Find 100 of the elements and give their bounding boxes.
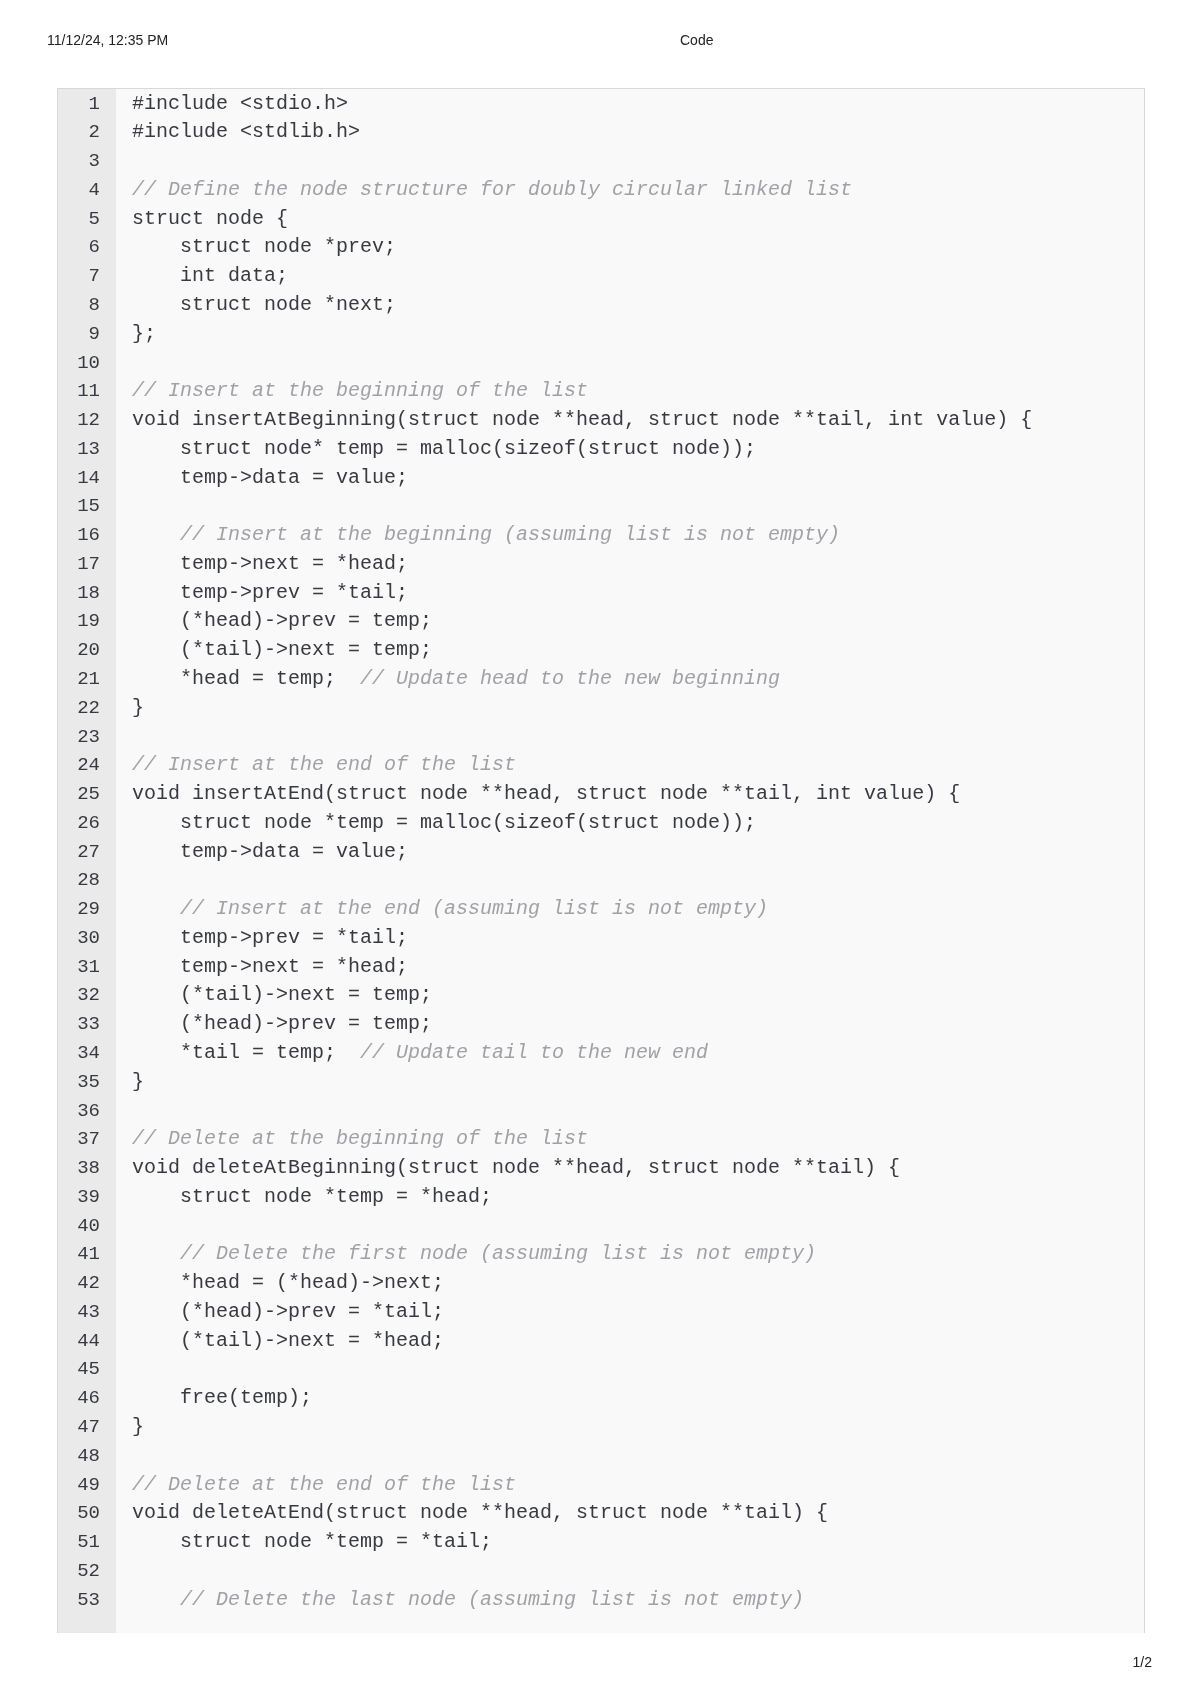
- code-line: void deleteAtBeginning(struct node **head, struct node **tail) {: [132, 1155, 901, 1182]
- code-line: struct node *temp = malloc(sizeof(struct node));: [180, 809, 757, 836]
- line-number: 1: [87, 91, 100, 117]
- print-date: 11/12/24, 12:35 PM: [47, 31, 169, 50]
- code-comment: // Update head to the new beginning: [360, 666, 781, 692]
- line-number: 6: [87, 235, 100, 261]
- line-number: 25: [76, 782, 100, 808]
- line-number: 5: [87, 206, 100, 232]
- code-line: *tail = temp;: [180, 1040, 337, 1066]
- line-number: 40: [76, 1213, 100, 1239]
- line-number: 27: [76, 839, 100, 865]
- line-number: 42: [76, 1271, 100, 1297]
- line-number: 21: [76, 667, 100, 692]
- line-number: 34: [76, 1041, 100, 1066]
- code-comment: // Insert at the beginning (assuming list is not empty): [180, 522, 841, 549]
- code-line: temp->prev = *tail;: [180, 924, 409, 951]
- page-title: Code: [680, 31, 714, 50]
- code-comment: // Update tail to the new end: [360, 1040, 709, 1066]
- line-number: 26: [76, 810, 100, 836]
- line-number: 19: [76, 609, 100, 635]
- code-line: struct node *temp = *tail;: [180, 1529, 493, 1556]
- code-comment: // Insert at the end of the list: [132, 752, 517, 779]
- line-number: 29: [76, 897, 100, 923]
- line-number: 48: [76, 1443, 100, 1469]
- line-number: 36: [76, 1098, 100, 1124]
- code-line: (*head)->prev = temp;: [180, 1011, 433, 1038]
- line-number: 39: [76, 1184, 100, 1210]
- code-line: struct node* temp = malloc(sizeof(struct node));: [180, 435, 757, 462]
- line-number: 22: [76, 695, 100, 721]
- line-number: 32: [76, 983, 100, 1009]
- code-line: free(temp);: [180, 1385, 313, 1412]
- code-comment: // Insert at the beginning of the list: [132, 378, 589, 405]
- line-number: 11: [76, 379, 100, 405]
- line-number: 35: [76, 1069, 100, 1095]
- line-number: 10: [76, 350, 100, 376]
- code-comment: // Delete at the beginning of the list: [132, 1126, 589, 1153]
- line-number: 37: [76, 1127, 100, 1153]
- line-number: 24: [76, 753, 100, 779]
- line-number: 51: [76, 1530, 100, 1556]
- line-number: 4: [87, 177, 100, 203]
- line-number: 50: [76, 1501, 100, 1527]
- code-line: #include <stdlib.h>: [132, 119, 361, 146]
- code-comment: // Define the node structure for doubly circular linked list: [132, 176, 853, 203]
- line-number: 28: [76, 868, 100, 894]
- line-number: 47: [76, 1415, 100, 1441]
- line-number: 7: [87, 264, 100, 290]
- code-line: temp->next = *head;: [180, 550, 409, 577]
- line-number: 15: [76, 494, 100, 520]
- code-line: };: [132, 320, 156, 347]
- line-number: 30: [76, 925, 100, 951]
- line-number: 49: [76, 1472, 100, 1498]
- code-line: struct node *temp = *head;: [180, 1183, 493, 1210]
- code-comment: // Delete the last node (assuming list is not empty): [180, 1586, 805, 1613]
- code-line: int data;: [180, 263, 289, 290]
- line-number: 14: [76, 465, 100, 491]
- line-number: 46: [76, 1386, 100, 1412]
- code-line: (*head)->prev = *tail;: [180, 1298, 445, 1325]
- line-number: 9: [87, 321, 100, 347]
- code-line: void insertAtBeginning(struct node **head, struct node **tail, int value) {: [132, 407, 1033, 434]
- code-line: temp->data = value;: [180, 838, 409, 865]
- line-number: 33: [76, 1012, 100, 1038]
- code-line: *head = temp;: [180, 666, 337, 692]
- code-line: *head = (*head)->next;: [180, 1270, 445, 1297]
- line-number: 38: [76, 1156, 100, 1182]
- line-number: 12: [76, 408, 100, 434]
- line-number: 44: [76, 1328, 100, 1354]
- code-line: void deleteAtEnd(struct node **head, struct node **tail) {: [132, 1500, 829, 1527]
- line-number: 17: [76, 551, 100, 577]
- code-line: void insertAtEnd(struct node **head, struct node **tail, int value) {: [132, 781, 961, 808]
- line-number: 20: [76, 638, 100, 664]
- line-number: 53: [76, 1587, 100, 1613]
- code-line: #include <stdio.h>: [132, 90, 349, 117]
- line-number: 52: [76, 1558, 100, 1584]
- line-number: 45: [76, 1357, 100, 1383]
- code-line: temp->next = *head;: [180, 953, 409, 980]
- code-line: struct node *next;: [180, 292, 397, 318]
- line-number: 2: [87, 120, 100, 146]
- code-line: (*head)->prev = temp;: [180, 608, 433, 635]
- line-number: 41: [76, 1242, 100, 1268]
- code-comment: // Delete at the end of the list: [132, 1471, 517, 1498]
- line-number: 16: [76, 523, 100, 549]
- line-number: 31: [76, 954, 100, 980]
- code-line: }: [132, 1414, 144, 1441]
- code-line: (*tail)->next = temp;: [180, 637, 433, 664]
- line-number: 8: [87, 293, 100, 318]
- line-number: 13: [76, 436, 100, 462]
- line-number: 23: [76, 724, 100, 750]
- code-line: temp->prev = *tail;: [180, 579, 409, 606]
- code-line: }: [132, 694, 144, 721]
- code-comment: // Insert at the end (assuming list is not empty): [180, 896, 769, 923]
- line-number: 43: [76, 1299, 100, 1325]
- line-number: 18: [76, 580, 100, 606]
- code-comment: // Delete the first node (assuming list is not empty): [180, 1241, 817, 1268]
- code-line: temp->data = value;: [180, 464, 409, 491]
- page-number: 1/2: [1132, 1653, 1152, 1672]
- code-line: }: [132, 1068, 144, 1095]
- code-line: struct node {: [132, 205, 289, 232]
- code-line: (*tail)->next = *head;: [180, 1327, 445, 1354]
- line-number: 3: [87, 149, 100, 175]
- code-line: (*tail)->next = temp;: [180, 982, 433, 1009]
